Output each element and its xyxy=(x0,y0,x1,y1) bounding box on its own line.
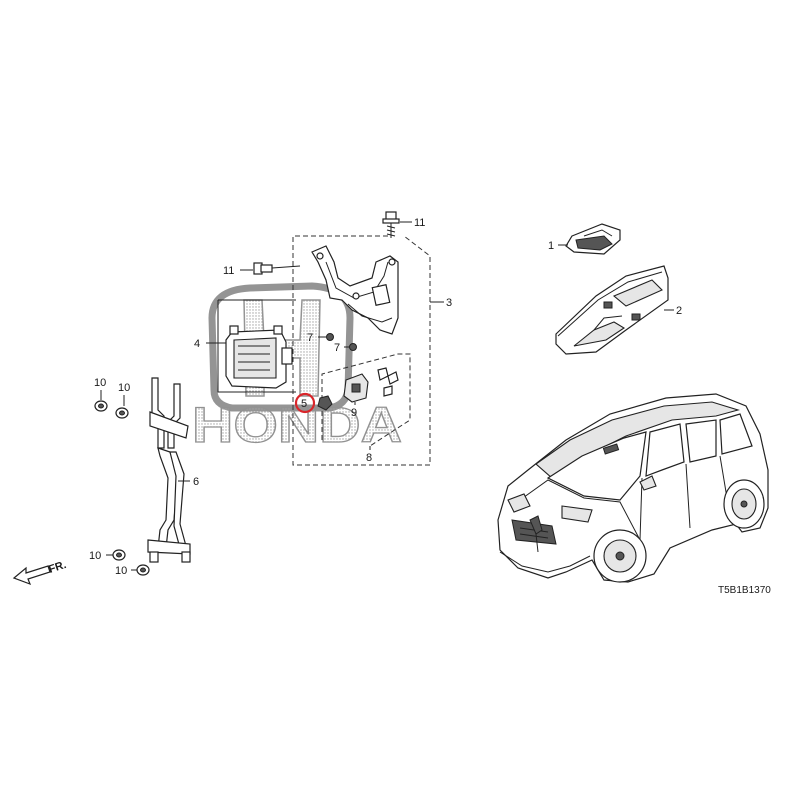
callout-7b: 7 xyxy=(334,342,340,354)
nut-10-d xyxy=(131,564,150,576)
callout-8: 8 xyxy=(366,452,372,464)
bolt-11-top xyxy=(382,211,412,238)
group-3-outline xyxy=(292,235,444,466)
honda-wordmark: HONDA xyxy=(192,397,402,453)
callout-10c: 10 xyxy=(89,550,101,562)
callout-2: 2 xyxy=(676,305,682,317)
cover-2 xyxy=(555,265,674,355)
camera-unit-4 xyxy=(206,325,293,389)
bolt-11-left xyxy=(240,262,301,275)
callout-labels: 1 2 3 4 5 6 7 7 8 9 10 10 10 10 11 11 xyxy=(89,217,682,577)
screw-7-lower xyxy=(344,343,357,351)
sensor-9 xyxy=(343,367,399,405)
callout-10d: 10 xyxy=(115,565,127,577)
diagram-code: T5B1B1370 xyxy=(718,585,771,596)
callout-6: 6 xyxy=(193,476,199,488)
nut-10-b xyxy=(115,395,129,419)
camera-housing-1 xyxy=(558,223,621,255)
nut-10-a xyxy=(94,390,108,412)
callout-5: 5 xyxy=(301,398,307,410)
highlight-ring xyxy=(294,392,316,414)
callout-11b: 11 xyxy=(223,265,234,277)
clip-5 xyxy=(317,395,333,411)
callout-11a: 11 xyxy=(414,217,425,229)
callout-3: 3 xyxy=(446,297,452,309)
callout-5-highlight xyxy=(294,392,316,414)
callout-10a: 10 xyxy=(94,377,106,389)
callout-4: 4 xyxy=(194,338,200,350)
callout-1: 1 xyxy=(548,240,554,252)
callout-7a: 7 xyxy=(307,332,313,344)
harness-6 xyxy=(147,377,191,563)
front-direction-arrow xyxy=(12,565,51,586)
nut-10-c xyxy=(106,549,126,561)
bracket-3 xyxy=(311,245,399,335)
group-8-outline xyxy=(321,353,411,450)
screw-7-upper xyxy=(318,333,334,341)
callout-9: 9 xyxy=(351,407,357,419)
camera-unit-box xyxy=(217,299,296,393)
callout-10b: 10 xyxy=(118,382,130,394)
car-illustration xyxy=(497,393,769,583)
front-direction-label: FR. xyxy=(47,559,68,576)
